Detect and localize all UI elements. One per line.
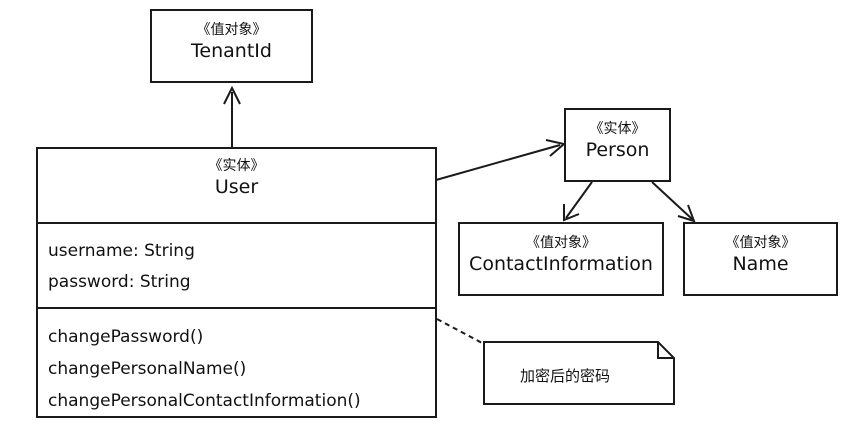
name-class-box: 《值对象》 Name <box>683 222 838 296</box>
person-name-association <box>651 181 696 223</box>
person-name: Person <box>585 139 650 161</box>
user-person-association <box>435 139 567 181</box>
person-stereotype: 《实体》 <box>589 121 646 137</box>
contactinformation-name: ContactInformation <box>469 253 653 275</box>
user-attribute-password: password: String <box>48 272 191 292</box>
user-attribute-username: username: String <box>48 241 195 261</box>
tenantid-name: TenantId <box>191 40 272 62</box>
contactinformation-stereotype: 《值对象》 <box>526 235 596 251</box>
contactinformation-class-box: 《值对象》 ContactInformation <box>458 222 664 296</box>
person-contactinformation-association <box>563 181 593 222</box>
name-stereotype: 《值对象》 <box>725 235 796 251</box>
user-operations: changePassword() changePersonalName() ch… <box>38 307 435 424</box>
note-text: 加密后的密码 <box>520 367 611 385</box>
user-name: User <box>214 176 259 198</box>
user-stereotype: 《实体》 <box>208 158 265 174</box>
name-name: Name <box>732 253 789 275</box>
note-shape <box>483 341 675 405</box>
person-class-box: 《实体》 Person <box>564 108 671 182</box>
user-operation-changepassword: changePassword() <box>48 327 204 347</box>
user-operation-changepersonalname: changePersonalName() <box>48 359 247 379</box>
user-attributes: username: String password: String <box>38 222 435 307</box>
tenantid-stereotype: 《值对象》 <box>196 22 267 38</box>
note-link <box>436 318 485 345</box>
user-class-box: 《实体》 User username: String password: Str… <box>36 147 437 418</box>
user-tenantid-association <box>223 85 241 147</box>
tenantid-class-box: 《值对象》 TenantId <box>150 9 313 83</box>
user-operation-changepersonalcontactinformation: changePersonalContactInformation() <box>48 391 361 411</box>
